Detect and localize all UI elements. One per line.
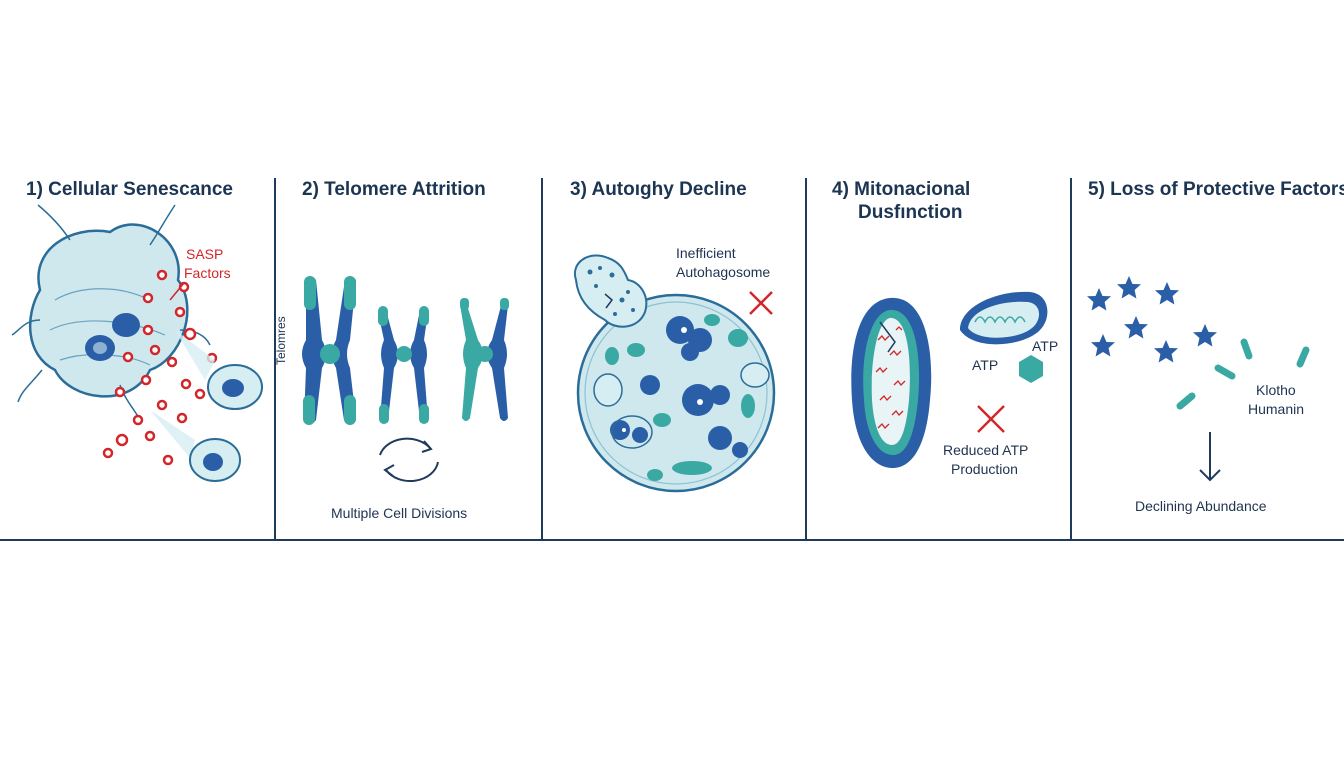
reduced-atp-label: Reduced ATP [943, 442, 1029, 458]
humanin-peptide-icons [1176, 338, 1310, 410]
chromosome-icon [378, 306, 429, 424]
autophagy-illustration [573, 254, 776, 493]
panel-divider-1 [274, 178, 276, 540]
atp-label-1: ATP [972, 357, 999, 373]
mitochondria-illustration [851, 291, 1048, 468]
production-label: Production [951, 461, 1018, 477]
senescent-cell-body [29, 223, 189, 398]
panel-divider-3 [805, 178, 807, 540]
nucleus-icon [112, 313, 140, 337]
autophagosome-icon [573, 254, 648, 328]
sasp-label: SASP [186, 246, 224, 262]
atp-molecule-icon [1019, 355, 1043, 383]
chromosome-illustration [302, 276, 509, 482]
cycle-arrow-icon [379, 437, 431, 456]
chromosome-icon [302, 276, 356, 425]
failure-x-icon [749, 291, 773, 315]
panel-title-line2: Dusfınction [858, 202, 963, 223]
atp-label-2: ATP [1032, 338, 1059, 354]
senescent-cell-illustration [11, 204, 263, 482]
panel-title: 2) Telomere Attrition [302, 179, 486, 200]
factors-label: Factors [184, 265, 231, 281]
klotho-label: Klotho [1256, 382, 1296, 398]
panel-title: 3) Autoıghy Decline [570, 179, 747, 200]
panel-title: 1) Cellular Senescance [26, 179, 233, 200]
panel-divider-2 [541, 178, 543, 540]
baseline [0, 539, 1344, 541]
protective-factors-illustration [1087, 276, 1310, 482]
chromosome-icon [460, 298, 509, 421]
autophagosome-label: Autohagosome [676, 264, 771, 280]
humanin-label: Humanin [1248, 401, 1305, 417]
declining-label: Declining Abundance [1135, 498, 1267, 514]
panel-title: 5) Loss of Protective Factors [1088, 179, 1344, 200]
inefficient-label: Inefficient [676, 245, 736, 261]
klotho-star-icons [1087, 276, 1217, 363]
failure-x-icon [977, 405, 1005, 433]
panel-title: 4) Mitonacional [832, 179, 971, 200]
divisions-label: Multiple Cell Divisions [331, 505, 468, 521]
panel-divider-4 [1070, 178, 1072, 540]
